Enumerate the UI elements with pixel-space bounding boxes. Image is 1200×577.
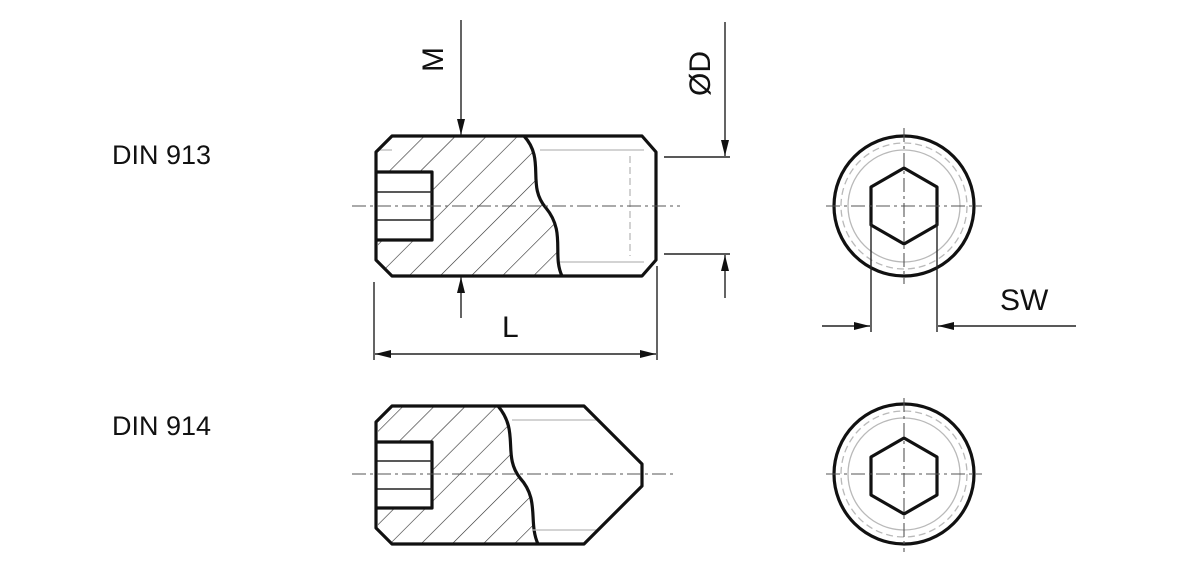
din914-label: DIN 914	[112, 411, 211, 441]
length-dimension: L	[373, 266, 658, 360]
wrench-dimension: SW	[822, 222, 1076, 332]
din913-outline	[374, 134, 658, 278]
din914-end-view	[826, 398, 982, 552]
din914-outline	[374, 404, 644, 546]
diameter-dimension: ØD	[664, 22, 730, 298]
din913-hex-socket	[869, 166, 939, 246]
din913-break-line	[522, 134, 564, 277]
din914-break-line	[496, 404, 540, 545]
din913-end-view	[826, 128, 982, 284]
length-label: L	[502, 311, 519, 344]
diameter-label: ØD	[684, 51, 717, 96]
din913-label: DIN 913	[112, 140, 211, 170]
thread-dimension: M	[417, 20, 465, 318]
wrench-label: SW	[1000, 284, 1049, 317]
din914-side-view	[352, 404, 676, 546]
din914-socket	[376, 442, 432, 508]
din914-hex-socket	[869, 436, 939, 516]
thread-label: M	[417, 47, 450, 72]
din913-side-view	[352, 134, 680, 278]
